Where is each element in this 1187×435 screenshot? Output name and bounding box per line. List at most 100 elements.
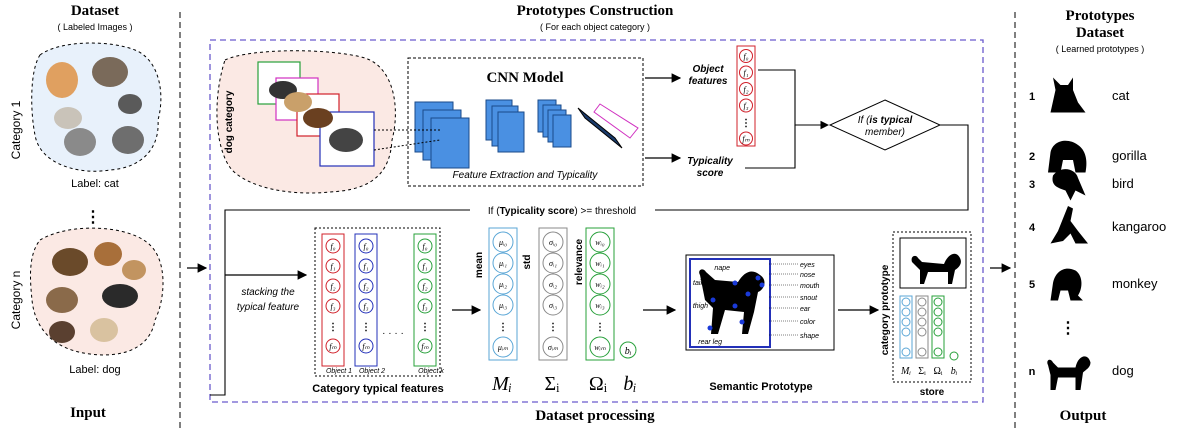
stat-cell: [492, 252, 514, 274]
stat-cell-label: wᵢ₂: [595, 280, 605, 289]
stat-cell: [589, 336, 611, 358]
cat-image-cluster: [31, 42, 162, 172]
object-feature-cell-label: f₀: [363, 242, 368, 251]
object-feature-cell-label: f₂: [422, 282, 427, 291]
std-label: std: [522, 255, 533, 270]
feature-cell: [739, 131, 753, 146]
category-prototype-label: category prototype: [880, 264, 891, 355]
store-symbol: Σᵢ: [918, 366, 926, 377]
object-feature-cell-label: f₃: [363, 302, 368, 311]
decision-text-2: member): [865, 127, 905, 138]
stat-cell: [589, 231, 611, 253]
construction-subtitle: ( For each object category ): [540, 22, 650, 32]
category-n-label: Category n: [9, 271, 23, 330]
object-feature-cell-label: fₘ: [421, 342, 428, 351]
object-feature-cell-label: f₁: [422, 262, 427, 271]
label-cat: Label: cat: [71, 178, 119, 190]
stat-cell-label: σᵢ₃: [549, 301, 557, 310]
input-footer: Input: [70, 405, 106, 421]
store-mini-cell: [917, 297, 927, 307]
object-features-label-2: features: [689, 76, 728, 87]
semantic-part-label: mouth: [800, 283, 820, 290]
stat-cell-ellipsis: ⋮: [548, 322, 558, 333]
construction-title: Prototypes Construction: [517, 3, 674, 19]
prototypes-subtitle: ( Learned prototypes ): [1056, 44, 1145, 54]
cnn-caption: Feature Extraction and Typicality: [453, 170, 599, 181]
symbol-M: Mᵢ: [491, 373, 512, 395]
processing-footer: Dataset processing: [535, 408, 655, 424]
stat-cell-label: σᵢ₀: [549, 238, 557, 247]
object-feature-cell-label: f₃: [422, 302, 427, 311]
stat-cell: [589, 273, 611, 295]
prototype-number: 4: [1029, 222, 1036, 234]
stat-cell: [589, 294, 611, 316]
stat-cell: [589, 252, 611, 274]
object-feature-cell: [417, 278, 433, 294]
processing-panel: Prototypes Construction ( For each objec…: [209, 3, 984, 424]
stacking-label-2: typical feature: [237, 302, 300, 313]
store-symbol: bᵢ: [951, 366, 958, 377]
semantic-part-label: rear leg: [698, 339, 722, 346]
store-mini-cell: [917, 317, 927, 327]
stat-cell: [542, 294, 564, 316]
store-mini-cell: [933, 327, 943, 337]
object-feature-cell: [358, 298, 374, 314]
stat-cell-label: μᵢ₃: [498, 301, 507, 310]
object-feature-cell: [358, 258, 374, 274]
kangaroo-silhouette-icon: [1050, 206, 1088, 244]
object-feature-cell: [358, 278, 374, 294]
feature-cell: [739, 82, 753, 96]
stat-cell: [542, 336, 564, 358]
ellipsis-vertical: ⋮: [85, 209, 101, 226]
stat-cell-label: μᵢ₀: [498, 238, 507, 247]
stat-cell-label: wᵢₘ: [594, 343, 606, 352]
store-bias-cell: [949, 351, 959, 361]
feature-cell-label: f₃: [743, 101, 748, 110]
stacking-label: stacking the: [241, 287, 295, 298]
object-column-label: Object 2: [359, 368, 385, 375]
semantic-keypoints: [707, 275, 765, 331]
store-mini-cell: [901, 347, 911, 357]
object-feature-cell-label: f₀: [422, 242, 427, 251]
stat-cell-ellipsis: ⋮: [498, 322, 508, 333]
object-feature-cell-label: f₀: [330, 242, 335, 251]
stat-cell: [542, 273, 564, 295]
object-dots: · · · ·: [382, 328, 404, 339]
dataset-subtitle: ( Labeled Images ): [57, 22, 132, 32]
decision-text: If (is typical: [858, 115, 913, 126]
semantic-part-label: color: [800, 319, 816, 326]
object-feature-cell: [417, 238, 433, 254]
dog-category-label: dog category: [224, 90, 235, 153]
object-feature-cell-label: f₃: [330, 302, 335, 311]
object-feature-cell-ellipsis: ⋮: [328, 322, 338, 333]
label-dog: Label: dog: [69, 364, 120, 376]
object-feature-cell-label: f₁: [363, 262, 368, 271]
prototype-name: monkey: [1112, 276, 1158, 291]
prototype-name: kangaroo: [1112, 219, 1166, 234]
store-mini-cell: [901, 317, 911, 327]
threshold-bg: [470, 203, 655, 217]
object-feature-cell: [325, 298, 341, 314]
bias-cell: [619, 341, 637, 359]
object-column-label: Object k: [418, 368, 444, 375]
object-feature-cell: [325, 238, 341, 254]
category-1-label: Category 1: [9, 100, 23, 159]
prototype-number: 1: [1029, 91, 1035, 103]
prototype-number: 2: [1029, 151, 1035, 163]
stat-cell-label: wᵢ₁: [595, 259, 605, 268]
store-mini-cell: [901, 297, 911, 307]
symbol-Omega: Ωᵢ: [589, 373, 608, 395]
semantic-prototype-title: Semantic Prototype: [709, 381, 812, 393]
object-feature-cell-label: fₘ: [362, 342, 369, 351]
typicality-score-label-2: score: [697, 168, 724, 179]
output-footer: Output: [1060, 408, 1107, 424]
category-typical-features-box: [314, 227, 441, 377]
object-feature-cell-label: fₘ: [329, 342, 336, 351]
threshold-text: If (Typicality score) >= threshold: [488, 206, 636, 217]
stat-cell-label: μᵢ₂: [498, 280, 507, 289]
stat-cell: [492, 231, 514, 253]
symbol-b: bᵢ: [623, 373, 636, 395]
